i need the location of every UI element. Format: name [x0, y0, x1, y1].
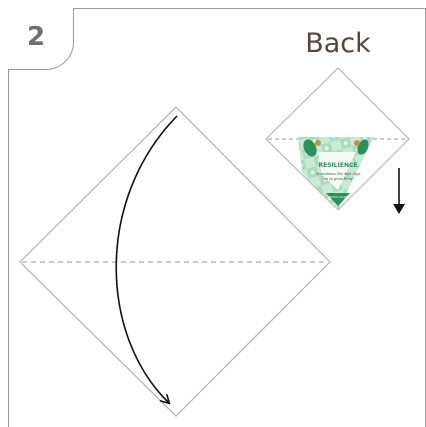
- card-tagline-2: are to grow from": [323, 177, 354, 181]
- step-number: 2: [26, 22, 46, 52]
- step-badge: 2: [8, 8, 74, 70]
- fold-arrow-curved: [115, 115, 178, 402]
- down-arrow-icon: [393, 168, 405, 214]
- card-footer: FOOLS.CO.KR: [329, 195, 348, 199]
- card-title: RESILIENCE: [319, 162, 358, 169]
- card-tagline-1: "Sometimes the dark days: [315, 172, 360, 176]
- card-graphic: RESILIENCE "Sometimes the dark days are …: [298, 137, 374, 210]
- back-view-label: Back: [305, 28, 371, 59]
